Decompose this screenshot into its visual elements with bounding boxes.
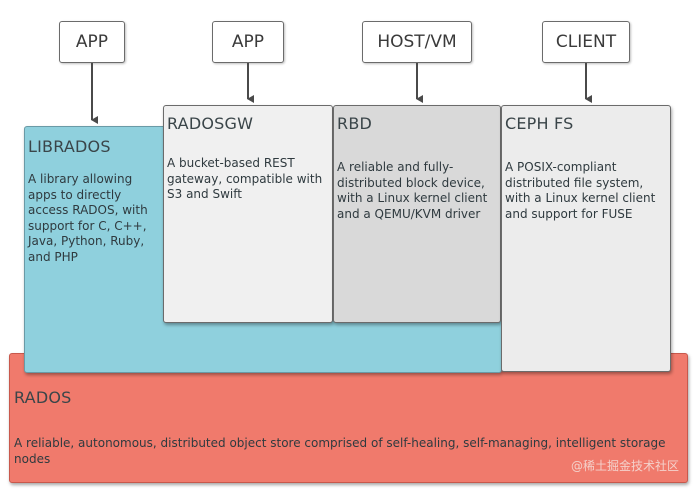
app-box-1: APP (59, 21, 125, 63)
host-vm-label: HOST/VM (377, 32, 457, 52)
rbd-description: A reliable and fully-distributed block d… (337, 160, 488, 221)
librados-description: A library allowing apps to directly acce… (28, 172, 148, 264)
watermark: @稀土掘金技术社区 (570, 459, 679, 473)
app-box-2: APP (212, 21, 284, 63)
librados-title: LIBRADOS (28, 137, 111, 156)
cephfs-box: CEPH FS A POSIX-compliant distributed fi… (501, 105, 671, 372)
radosgw-title: RADOSGW (167, 114, 254, 133)
host-vm-box: HOST/VM (362, 21, 472, 63)
rbd-title: RBD (337, 114, 373, 133)
rados-title: RADOS (14, 388, 72, 407)
app-label-2: APP (231, 32, 265, 52)
client-label: CLIENT (555, 32, 617, 52)
rbd-box: RBD A reliable and fully-distributed blo… (333, 105, 501, 323)
radosgw-description: A bucket-based REST gateway, compatible … (167, 156, 323, 201)
cephfs-description: A POSIX-compliant distributed file syste… (505, 160, 656, 221)
client-box: CLIENT (542, 21, 630, 63)
cephfs-title: CEPH FS (505, 114, 574, 133)
app-label-1: APP (75, 32, 109, 52)
rados-layer: RADOS A reliable, autonomous, distribute… (9, 353, 688, 483)
radosgw-box: RADOSGW A bucket-based REST gateway, com… (163, 105, 333, 323)
rados-description: A reliable, autonomous, distributed obje… (14, 436, 666, 466)
